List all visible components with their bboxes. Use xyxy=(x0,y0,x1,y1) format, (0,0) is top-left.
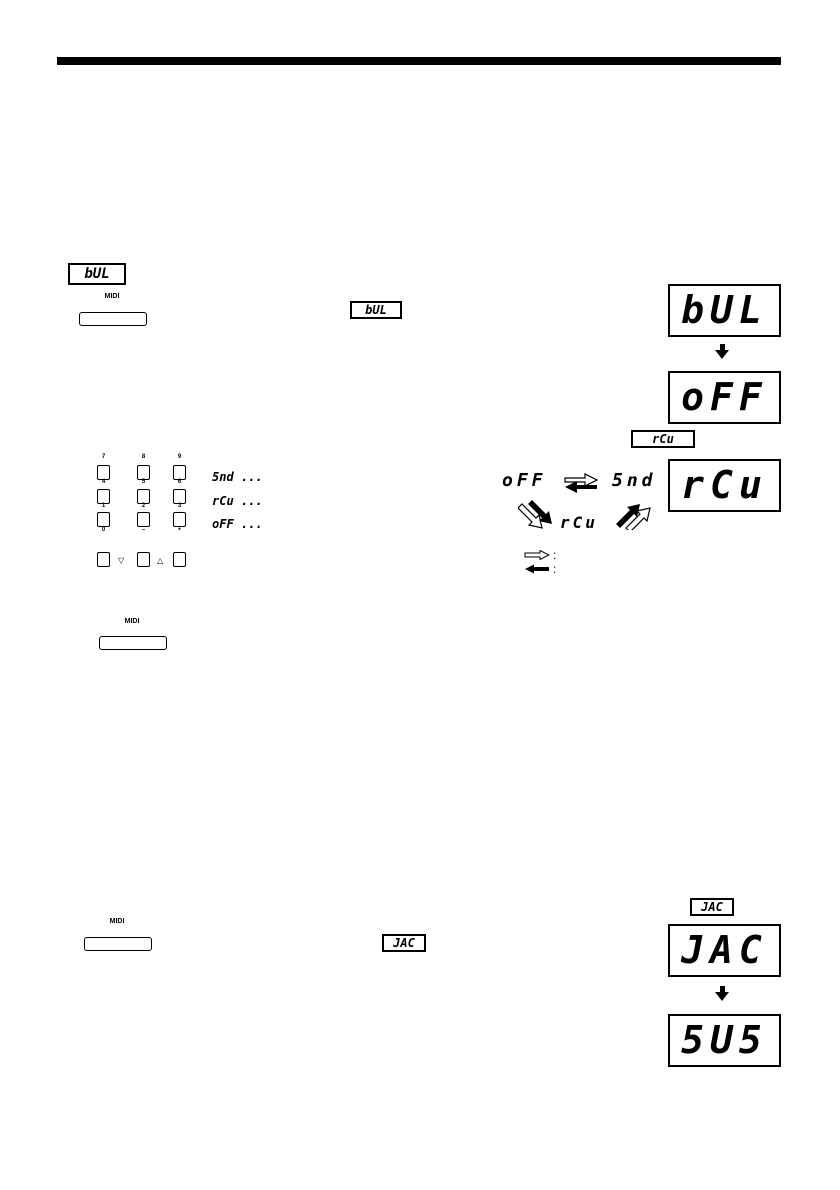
midi-button-1[interactable] xyxy=(79,312,147,326)
off-lcd-display: oFF xyxy=(668,371,781,424)
option-rcu: rCu ... xyxy=(212,494,263,508)
key-0[interactable] xyxy=(97,552,110,567)
key-5[interactable] xyxy=(137,489,150,504)
key-3[interactable] xyxy=(173,512,186,527)
triangle-up-icon: △ xyxy=(157,556,164,565)
midi-button-2[interactable] xyxy=(99,636,167,650)
key-2[interactable] xyxy=(137,512,150,527)
bul-lcd-display: bUL xyxy=(668,284,781,337)
midi-button-label-3: MIDI xyxy=(109,918,125,925)
cycle-arrow-right-left-icon xyxy=(564,473,599,493)
midi-button-3[interactable] xyxy=(84,937,152,951)
key-9-label: 9 xyxy=(177,454,182,460)
key-2-label: 2 xyxy=(141,503,146,509)
option-snd-ellipsis: ... xyxy=(240,470,263,484)
legend-black-arrow-icon xyxy=(525,564,549,574)
cycle-arrow-diagonal-right-icon xyxy=(616,504,651,530)
cycle-rcu: rCu xyxy=(560,513,598,532)
down-arrow-icon-1 xyxy=(715,350,729,359)
key-plus[interactable] xyxy=(173,552,186,567)
rcu-mini-display: rCu xyxy=(631,430,695,448)
sus-lcd-display: 5U5 xyxy=(668,1014,781,1067)
key-7[interactable] xyxy=(97,465,110,480)
key-minus[interactable] xyxy=(137,552,150,567)
triangle-down-icon: ▽ xyxy=(118,556,125,565)
down-arrow-icon-2 xyxy=(715,992,729,1001)
key-8[interactable] xyxy=(137,465,150,480)
key-0-label: 0 xyxy=(101,527,106,533)
key-4-label: 4 xyxy=(101,479,106,485)
cycle-snd: 5nd xyxy=(612,470,657,491)
down-arrow-stem-1 xyxy=(720,344,725,350)
midi-button-label-1: MIDI xyxy=(104,293,120,300)
legend-white-colon: : xyxy=(553,548,557,562)
key-plus-label: + xyxy=(177,527,182,533)
header-rule xyxy=(57,57,781,65)
bul-mini-display: bUL xyxy=(68,263,126,285)
cycle-arrow-diagonal-left-icon xyxy=(518,500,552,529)
option-rcu-ellipsis: ... xyxy=(240,494,263,508)
key-3-label: 3 xyxy=(177,503,182,509)
option-off: oFF ... xyxy=(212,517,263,531)
option-snd: 5nd ... xyxy=(212,470,263,484)
rcu-lcd-display: rCu xyxy=(668,459,781,512)
key-6-label: 6 xyxy=(177,479,182,485)
key-6[interactable] xyxy=(173,489,186,504)
jac-lcd-display: JAC xyxy=(668,924,781,977)
bul-inline-display: bUL xyxy=(350,301,402,319)
legend-white-arrow-icon xyxy=(524,550,550,560)
key-1[interactable] xyxy=(97,512,110,527)
key-4[interactable] xyxy=(97,489,110,504)
key-7-label: 7 xyxy=(101,454,106,460)
option-snd-code: 5nd xyxy=(212,470,234,484)
key-5-label: 5 xyxy=(141,479,146,485)
legend-black-colon: : xyxy=(553,562,557,576)
jac-mini-display: JAC xyxy=(690,898,734,916)
midi-button-label-2: MIDI xyxy=(124,618,140,625)
jac-inline-display: JAC xyxy=(382,934,426,952)
key-9[interactable] xyxy=(173,465,186,480)
option-off-ellipsis: ... xyxy=(240,517,263,531)
down-arrow-stem-2 xyxy=(720,986,725,992)
key-minus-label: – xyxy=(141,527,146,533)
option-off-code: oFF xyxy=(212,517,234,531)
option-rcu-code: rCu xyxy=(212,494,234,508)
key-8-label: 8 xyxy=(141,454,146,460)
cycle-off: oFF xyxy=(502,470,547,491)
key-1-label: 1 xyxy=(101,503,106,509)
